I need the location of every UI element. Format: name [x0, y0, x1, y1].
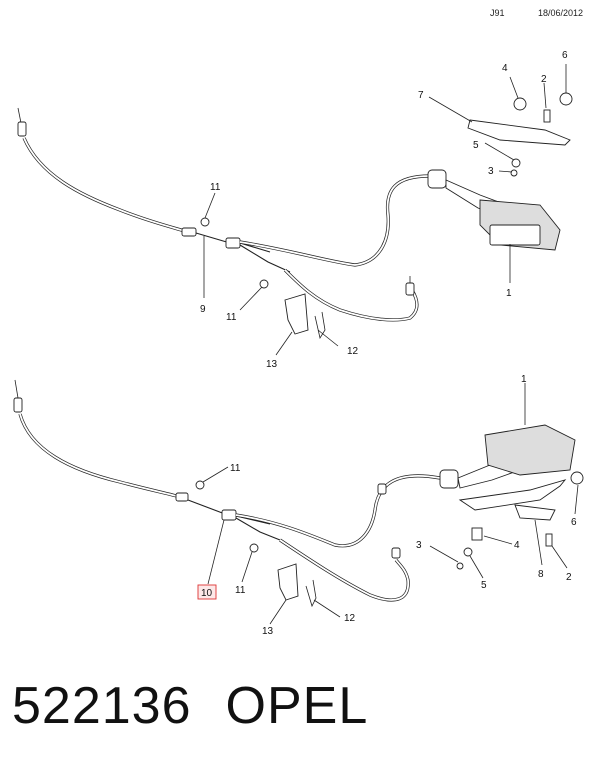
bottom-left-cable-end	[13, 379, 181, 499]
callout-7-top: 7	[418, 90, 424, 101]
callout-12-top: 12	[347, 346, 359, 357]
bottom-equalizer	[175, 492, 281, 541]
callout-1-bottom: 1	[521, 374, 527, 385]
callout-10-highlight	[197, 584, 217, 600]
top-equalizer	[181, 227, 291, 273]
callout-2-top: 2	[541, 74, 547, 85]
callout-3-top: 3	[488, 166, 494, 177]
callout-5-bottom: 5	[481, 580, 487, 591]
diagram-code: J91	[490, 8, 505, 18]
brand-name: OPEL	[225, 677, 369, 735]
callout-12-bottom: 12	[344, 613, 356, 624]
top-actuator	[427, 92, 573, 251]
callout-11-top-b: 11	[226, 312, 237, 323]
bottom-bracket-13	[195, 480, 317, 608]
bottom-actuator	[439, 424, 584, 570]
callout-11-top-a: 11	[210, 182, 221, 193]
top-assembly: 1 2 3 4 5 6 7 9 11 11 12 13	[17, 50, 573, 370]
diagram-date: 18/06/2012	[538, 8, 584, 18]
top-bracket-13	[200, 217, 326, 340]
callout-4-top: 4	[502, 63, 508, 74]
parking-brake-exploded-diagram: 1 2 3 4 5 6 7 9 11 11 12 13	[13, 50, 584, 637]
bottom-assembly: 1 2 3 4 5 6 8 10 11 11 12 13	[13, 374, 584, 637]
callout-8-bottom: 8	[538, 569, 544, 580]
callout-1-top: 1	[506, 288, 512, 299]
callout-13-bottom: 13	[262, 626, 274, 637]
part-number: 522136	[12, 677, 192, 735]
callout-13-top: 13	[266, 359, 278, 370]
callout-6-top: 6	[562, 50, 568, 61]
callout-6-bottom: 6	[571, 517, 577, 528]
callout-4-bottom: 4	[514, 540, 520, 551]
callout-11-bottom-b: 11	[235, 585, 246, 596]
callout-5-top: 5	[473, 140, 479, 151]
callout-9-top: 9	[200, 304, 206, 315]
footer: 522136 OPEL	[12, 676, 402, 736]
callout-3-bottom: 3	[416, 540, 422, 551]
callout-10-bottom: 10	[201, 588, 213, 599]
callout-11-bottom-a: 11	[230, 463, 241, 474]
callout-2-bottom: 2	[566, 572, 572, 583]
top-left-cable-end	[17, 107, 189, 234]
